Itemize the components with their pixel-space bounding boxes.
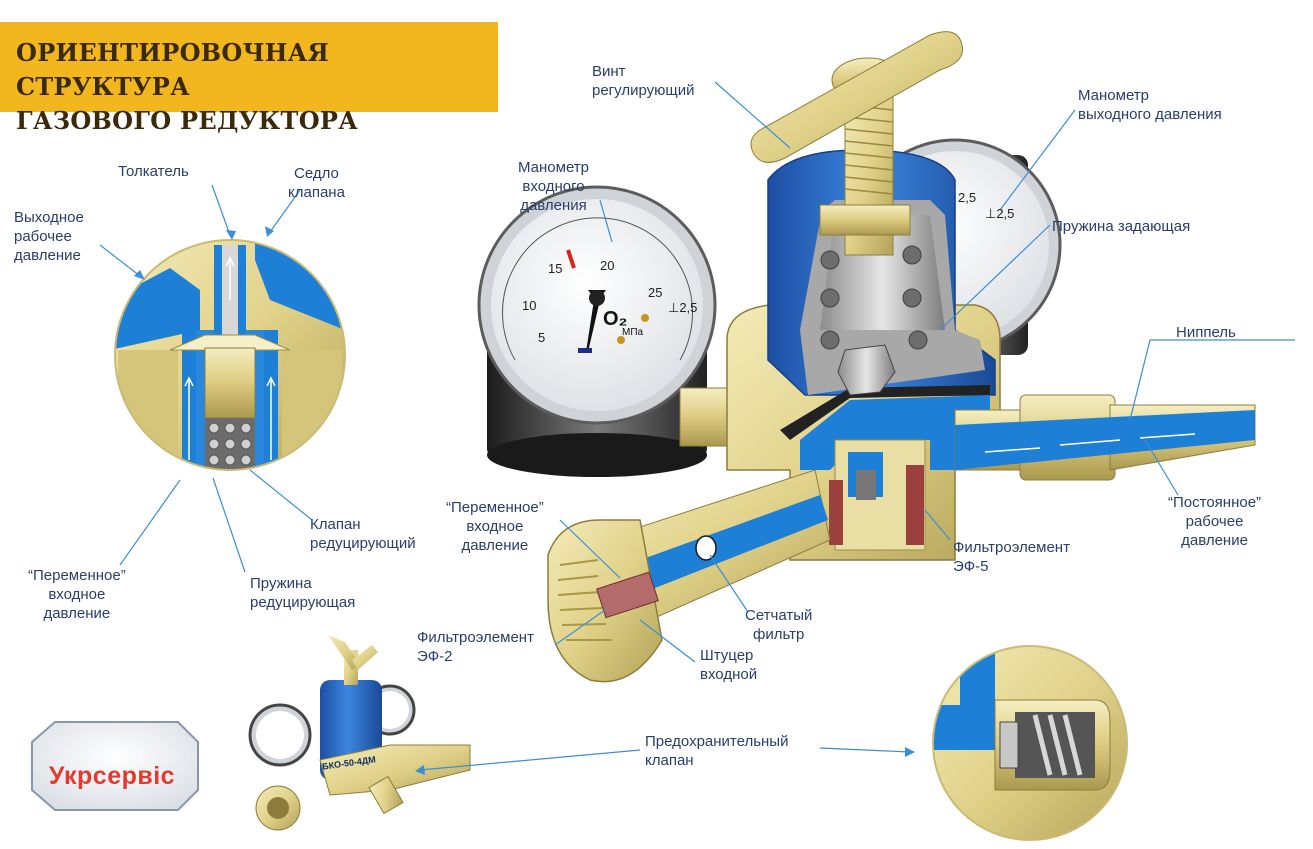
gauge-max: ⊥2,5 — [668, 300, 697, 315]
label-reducing-valve: Клапан редуцирующий — [310, 516, 416, 552]
inlet-fitting — [547, 469, 831, 683]
logo-text: Укрсервіс — [48, 762, 176, 790]
label-inlet-gauge: Манометр входного давления — [518, 159, 590, 214]
title-banner — [0, 22, 498, 112]
valve-detail-zoom — [114, 239, 346, 471]
inlet-gauge-numbers: 5 10 15 20 25 ⊥2,5 O₂ МПа 2,5 ⊥2,5 — [522, 190, 1014, 345]
diagram-title: ОРИЕНТИРОВОЧНАЯ СТРУКТУРА ГАЗОВОГО РЕДУК… — [16, 38, 359, 135]
regulator-photo — [248, 635, 471, 831]
gauge-tick-5: 5 — [538, 330, 545, 345]
label-pusher: Толкатель — [118, 163, 189, 180]
label-variable-inlet-pressure-left: “Переменное” входное давление — [28, 567, 126, 622]
leader-arrowheads — [134, 226, 915, 775]
label-setting-spring: Пружина задающая — [1052, 218, 1191, 235]
safety-valve-zoom — [932, 645, 1128, 841]
label-reducing-spring: Пружина редуцирующая — [250, 575, 356, 611]
outlet-gauge-max: ⊥2,5 — [985, 206, 1014, 221]
gauge-tick-10: 10 — [522, 298, 536, 313]
regulator-body — [679, 31, 1001, 561]
gauge-tick-15: 15 — [548, 261, 562, 276]
gauge-tick-20: 20 — [600, 258, 614, 273]
label-constant-working-pressure: “Постоянное” рабочее давление — [1168, 494, 1262, 549]
label-outlet-gauge: Манометр выходного давления — [1078, 87, 1222, 123]
label-filter-ef5: Фильтроэлемент ЭФ-5 — [953, 539, 1070, 575]
label-filter-ef2: Фильтроэлемент ЭФ-2 — [417, 629, 534, 665]
label-variable-inlet-pressure-mid: “Переменное” входное давление — [446, 499, 544, 554]
label-safety-valve: Предохранительный клапан — [645, 733, 789, 769]
label-adjusting-screw: Винт регулирующий — [592, 63, 695, 99]
gauge-tick-25: 25 — [648, 285, 662, 300]
label-inlet-union: Штуцер входной — [700, 647, 758, 683]
inlet-pressure-gauge — [477, 185, 717, 477]
label-valve-seat: Седло клапана — [288, 165, 345, 201]
leader-lines — [99, 81, 1295, 771]
label-mesh-filter: Сетчатый фильтр — [745, 607, 813, 643]
label-nipple: Ниппель — [1176, 324, 1236, 341]
outlet-gauge-tick: 2,5 — [958, 190, 976, 205]
gauge-gas-symbol: O₂ — [603, 308, 627, 330]
outlet-nipple — [954, 394, 1256, 481]
label-outlet-working-pressure: Выходное рабочее давление — [14, 209, 84, 264]
gauge-unit: МПа — [622, 327, 644, 338]
logo-badge — [31, 721, 199, 811]
